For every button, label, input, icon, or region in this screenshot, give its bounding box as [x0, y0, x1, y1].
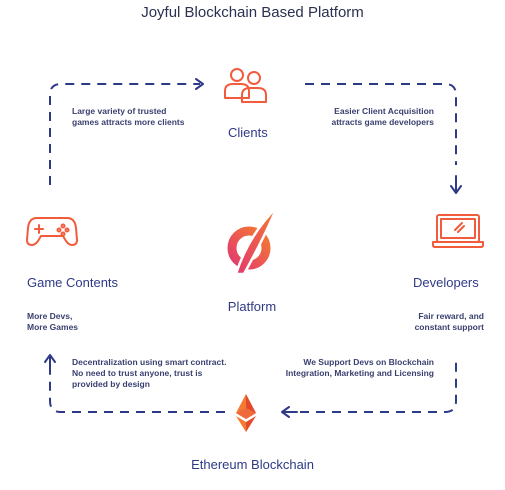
note-strong: Fair reward — [418, 311, 465, 321]
note-developers: Fair reward, and constant support — [384, 311, 484, 333]
platform-logo-icon — [227, 206, 279, 276]
note-line: Easier Client Acquisition — [334, 106, 434, 116]
connector-clients-to-developers — [305, 83, 457, 165]
note-line: Integration, Marketing and Licensing — [285, 368, 434, 378]
ethereum-label: Ethereum Blockchain — [191, 457, 314, 472]
note-line: More Games — [27, 322, 79, 332]
game-contents-label: Game Contents — [27, 275, 119, 290]
platform-label: Platform — [227, 299, 277, 314]
note-line: games attracts more clients — [72, 117, 185, 127]
arrow-up-to-games — [44, 354, 56, 371]
note-ethereum-left: Decentralization using smart contract. N… — [72, 357, 226, 390]
gamepad-icon — [26, 217, 78, 246]
arrow-down-to-developers — [450, 175, 462, 194]
note-line: No need to trust anyone, trust is — [72, 368, 203, 378]
note-line: provided by design — [72, 379, 150, 389]
laptop-icon — [432, 214, 484, 248]
note-line: Large variety of trusted — [72, 106, 167, 116]
note-line: Fair reward, and — [384, 311, 484, 322]
developers-label: Developers — [413, 275, 479, 290]
note-line: attracts game developers — [331, 117, 434, 127]
note-clients-right: Easier Client Acquisition attracts game … — [318, 106, 434, 128]
diagram-title: Joyful Blockchain Based Platform — [141, 4, 364, 21]
connector-ethereum-to-developers — [300, 360, 457, 413]
note-ethereum-right: We Support Devs on Blockchain Integratio… — [284, 357, 434, 379]
clients-label: Clients — [228, 125, 268, 140]
note-games: More Devs, More Games — [27, 311, 78, 333]
ethereum-icon — [236, 394, 256, 432]
connector-games-to-clients — [49, 83, 200, 185]
arrow-left-from-ethereum — [281, 406, 298, 418]
note-line: More Devs, — [27, 311, 73, 321]
connector-ethereum-to-games — [49, 370, 225, 413]
clients-icon — [224, 68, 267, 103]
note-line: We Support Devs on Blockchain — [303, 357, 434, 367]
arrow-right-to-clients — [195, 78, 204, 90]
note-rest: , and — [464, 311, 484, 321]
note-clients-left: Large variety of trusted games attracts … — [72, 106, 184, 128]
note-line: Decentralization using smart contract. — [72, 357, 227, 367]
note-line: constant support — [414, 322, 484, 332]
